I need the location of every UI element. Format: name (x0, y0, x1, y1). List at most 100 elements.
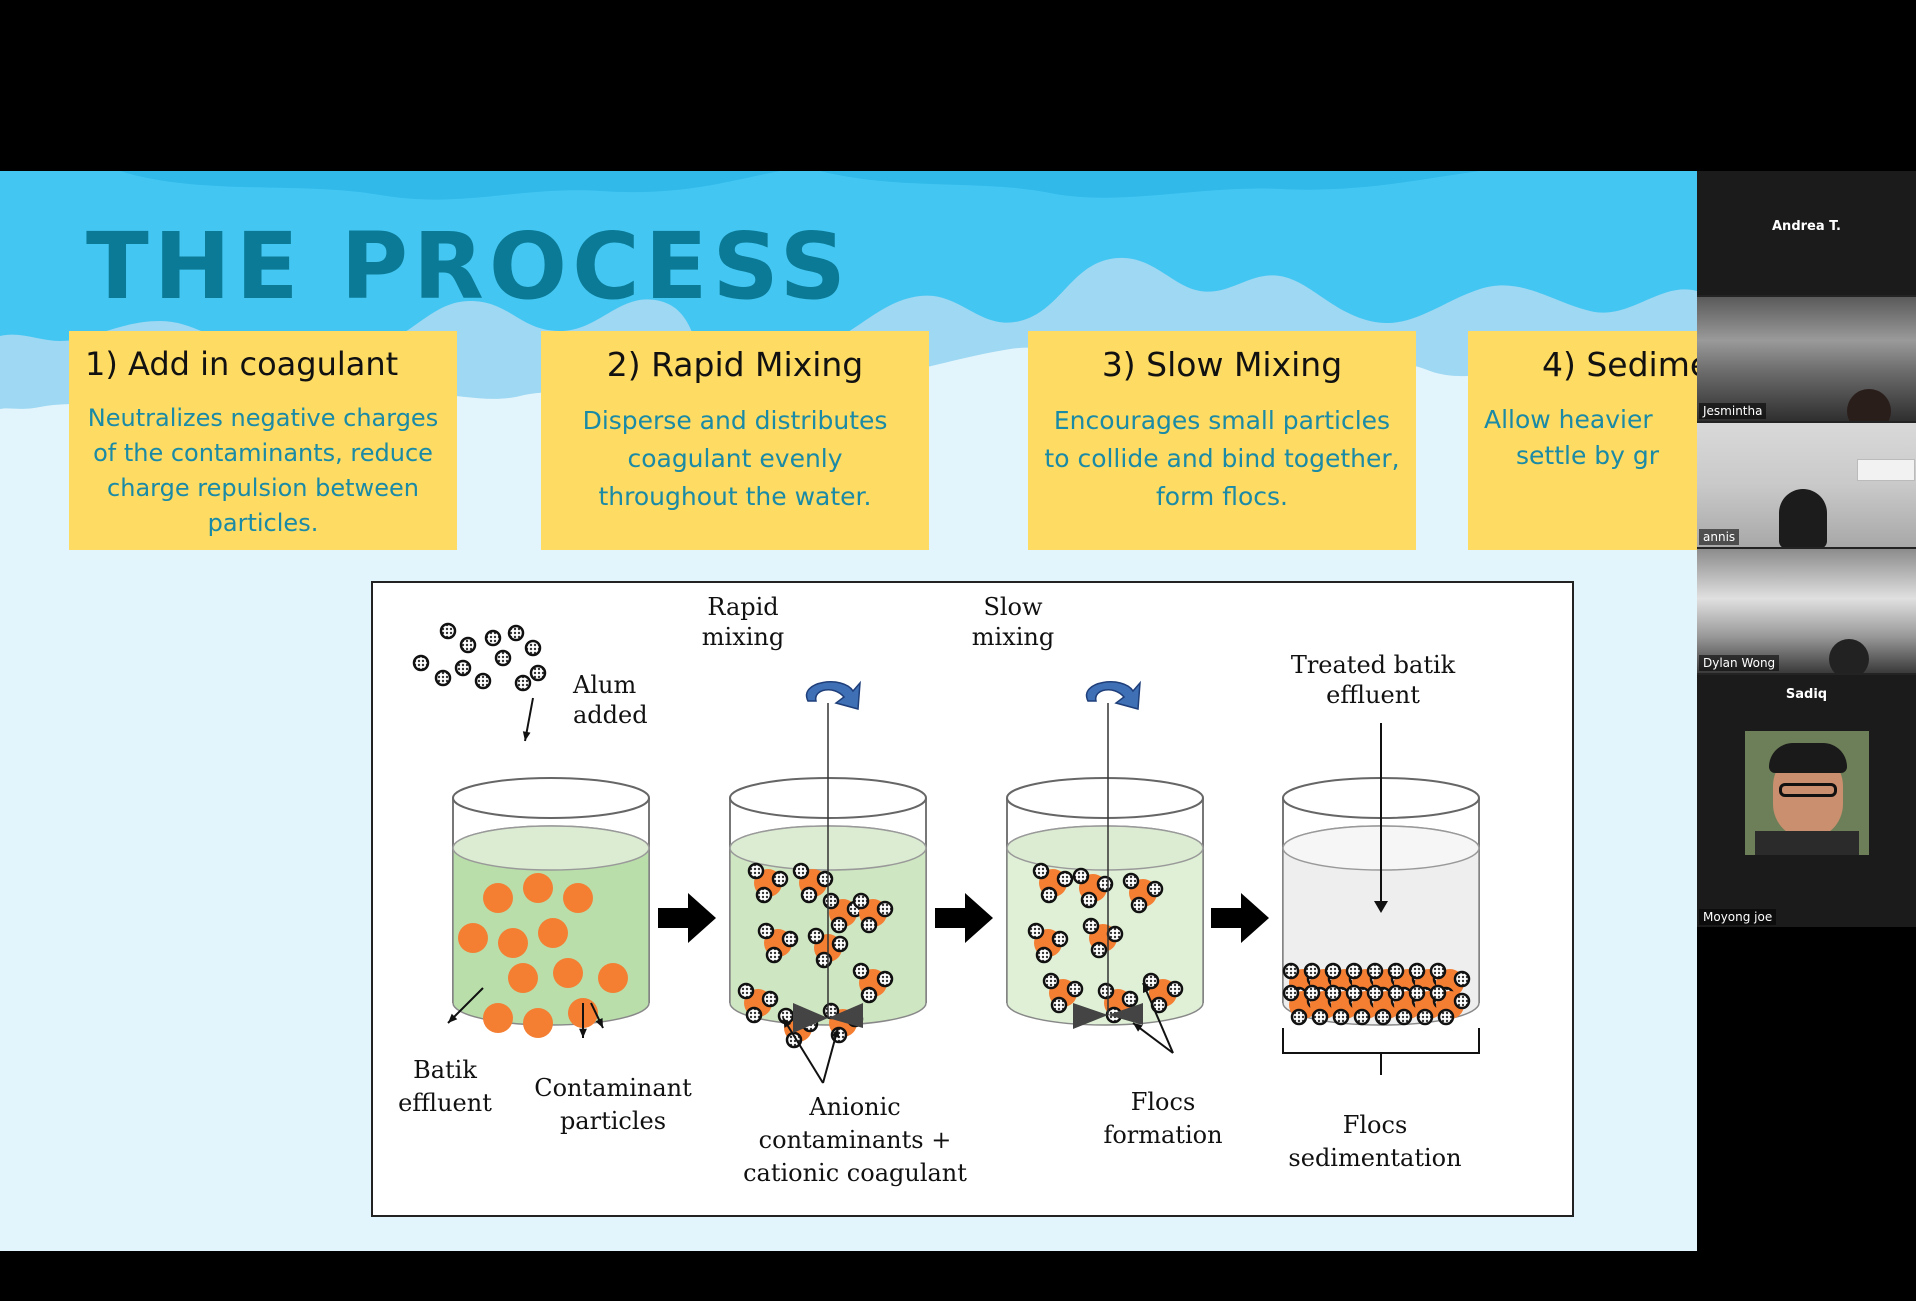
coagulant-particle (1121, 990, 1139, 1008)
step-title: 4) Sedimer (1542, 345, 1697, 384)
coagulant-particle (1080, 891, 1098, 909)
label-contaminant-1: Contaminant (534, 1074, 692, 1102)
coagulant-particle (1437, 1008, 1455, 1026)
label-rapid-mixing-1: Rapid (707, 593, 778, 621)
step-card-rapid-mixing: 2) Rapid Mixing Disperse and distributes… (541, 331, 929, 550)
slide-title: THE PROCESS (86, 213, 851, 320)
coagulant-particle (1142, 972, 1160, 990)
participant-tile[interactable]: Sadiq Moyong joe (1697, 675, 1916, 927)
participant-tile[interactable]: Jesmintha (1697, 297, 1916, 421)
step-card-sedimentation: 4) Sedimer Allow heavier settle by gr (1468, 331, 1697, 550)
coagulant-particle (1324, 962, 1342, 980)
rotation-icon (805, 680, 861, 710)
participant-silhouette (1829, 639, 1869, 673)
coagulant-particle (1303, 984, 1321, 1002)
diagram-canvas: Alum added Rapid mixing Slow mixing Trea… (398, 593, 1480, 1187)
pointer-line (782, 1017, 824, 1084)
label-treated-2: effluent (1326, 681, 1420, 709)
arrow-head (448, 1013, 458, 1023)
coagulant-particle (1027, 922, 1045, 940)
participant-name: Sadiq (1785, 687, 1828, 702)
coagulant-particle (1035, 946, 1053, 964)
arrow-head (522, 731, 531, 741)
arrow-head (595, 1018, 603, 1028)
participant-video-name: Moyong joe (1699, 909, 1777, 925)
label-anionic-2: contaminants + (759, 1126, 952, 1154)
coagulant-particle (1106, 925, 1124, 943)
coagulant-particle (1311, 1008, 1329, 1026)
coagulant-particle (1387, 962, 1405, 980)
coagulant-particle (1096, 875, 1114, 893)
coagulant-particle (747, 862, 765, 880)
coagulant-particle (1122, 872, 1140, 890)
coagulant-particle (1345, 962, 1363, 980)
alum-particle (484, 629, 502, 647)
step-description-line-2: settle by gr (1516, 441, 1660, 470)
pointer-line (1142, 982, 1174, 1054)
participant-silhouette (1847, 389, 1891, 421)
flow-arrows (658, 893, 1269, 943)
presentation-slide: THE PROCESS 1) Add in coagulant Neutrali… (0, 171, 1697, 1251)
coagulant-particle (1408, 984, 1426, 1002)
coagulant-particle (1130, 896, 1148, 914)
coagulant-particle (800, 886, 818, 904)
process-arrow (658, 893, 716, 943)
coagulant-particle (1453, 992, 1471, 1010)
coagulant-particle (830, 916, 848, 934)
sediment-bracket (1282, 1028, 1480, 1054)
coagulant-particle (1395, 1008, 1413, 1026)
alum-particle (507, 624, 525, 642)
coagulation-diagram: Alum added Rapid mixing Slow mixing Trea… (371, 581, 1574, 1217)
coagulant-particle (745, 1006, 763, 1024)
contaminant-particle (523, 1008, 553, 1038)
coagulant-particle (781, 930, 799, 948)
label-rapid-mixing-2: mixing (702, 623, 784, 651)
coagulant-particle (1453, 970, 1471, 988)
coagulant-particle (815, 951, 833, 969)
coagulant-particle (1082, 917, 1100, 935)
coagulant-particle (1072, 867, 1090, 885)
label-alum-added-2: added (573, 701, 648, 729)
step-description: Encourages small particles to collide an… (1044, 406, 1400, 511)
alum-particle (434, 669, 452, 687)
glasses-icon (1779, 783, 1837, 797)
participant-hair (1769, 743, 1847, 773)
coagulant-particle (1324, 984, 1342, 1002)
contaminant-particle (563, 883, 593, 913)
coagulant-particle (1097, 982, 1115, 1000)
arrow-head (579, 1028, 587, 1038)
participant-tile[interactable]: annis (1697, 423, 1916, 547)
alum-particle (529, 664, 547, 682)
step-description: Neutralizes negative charges of the cont… (87, 404, 439, 537)
coagulant-particle (785, 1031, 803, 1049)
rotation-icon (1085, 680, 1141, 710)
participant-silhouette (1779, 489, 1827, 547)
process-arrow (935, 893, 993, 943)
coagulant-particle (1366, 962, 1384, 980)
participant-tile[interactable]: Andrea T. (1697, 171, 1916, 295)
participant-tile[interactable]: Dylan Wong (1697, 549, 1916, 673)
contaminant-particle (553, 958, 583, 988)
coagulant-particle (1408, 962, 1426, 980)
coagulant-particle (1051, 930, 1069, 948)
arrow-head (1133, 1023, 1143, 1032)
coagulant-particle (1282, 962, 1300, 980)
coagulant-particle (1374, 1008, 1392, 1026)
beakers (447, 680, 1480, 1084)
coagulant-particle (1090, 941, 1108, 959)
alum-particles (412, 622, 547, 692)
participant-name: Andrea T. (1772, 219, 1841, 234)
step-title: 3) Slow Mixing (1101, 345, 1343, 384)
coagulant-particle (831, 935, 849, 953)
coagulant-particle (792, 862, 810, 880)
coagulant-particle (1040, 886, 1058, 904)
coagulant-particle (1166, 980, 1184, 998)
coagulant-particle (1429, 962, 1447, 980)
step-card-slow-mixing: 3) Slow Mixing Encourages small particle… (1028, 331, 1416, 550)
label-flocs-sed-1: Flocs (1343, 1111, 1408, 1139)
arrow-head (783, 1018, 792, 1028)
liquid-surface (1006, 825, 1204, 871)
alum-particle (514, 674, 532, 692)
step-title: 1) Add in coagulant (85, 345, 399, 383)
alum-particle (412, 654, 430, 672)
